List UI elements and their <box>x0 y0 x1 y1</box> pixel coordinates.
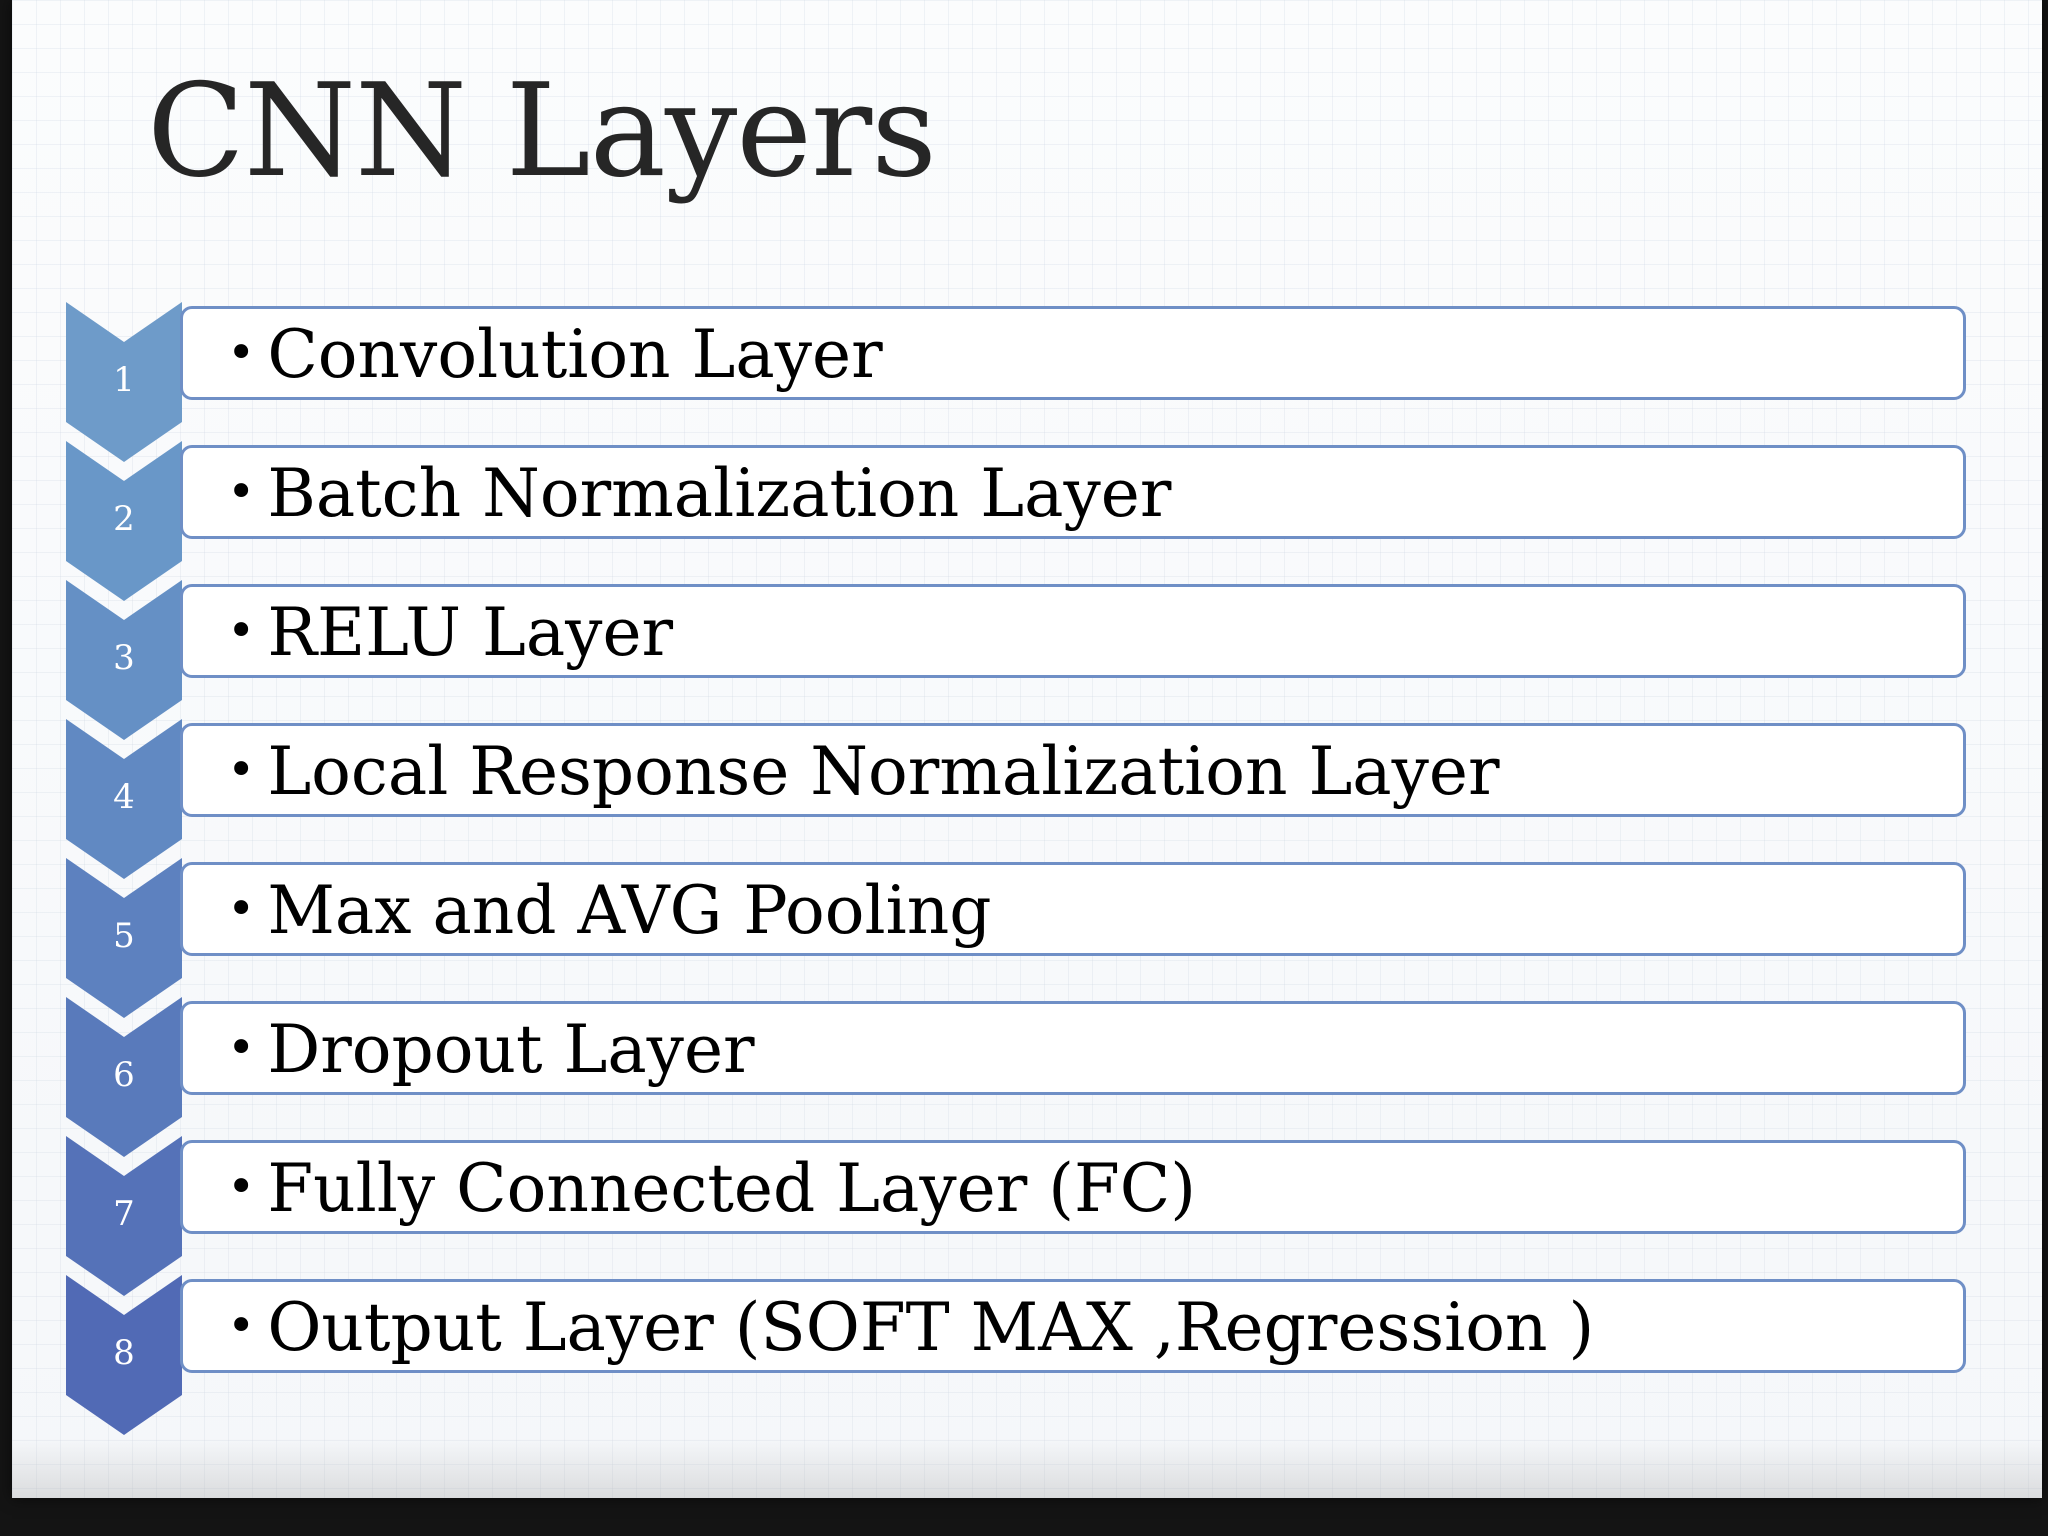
step-6-box: • Dropout Layer <box>180 1001 1966 1095</box>
step-5: • Max and AVG Pooling 5 <box>66 858 1978 1018</box>
step-8-box: • Output Layer (SOFT MAX ,Regression ) <box>180 1279 1966 1373</box>
chevron-7-shape <box>66 1136 182 1296</box>
step-1-number: 1 <box>113 360 135 400</box>
step-7-box: • Fully Connected Layer (FC) <box>180 1140 1966 1234</box>
step-2-box: • Batch Normalization Layer <box>180 445 1966 539</box>
step-4-number: 4 <box>113 777 135 817</box>
bullet-icon: • <box>227 464 256 520</box>
slide: CNN Layers • Convolution Layer 1 • Batch… <box>12 0 2042 1498</box>
step-2: • Batch Normalization Layer 2 <box>66 441 1978 601</box>
step-3-number: 3 <box>113 638 135 678</box>
chevron-4 <box>66 719 182 879</box>
step-2-label: Batch Normalization Layer <box>267 454 1172 532</box>
step-3-box: • RELU Layer <box>180 584 1966 678</box>
chevron-2-shape <box>66 441 182 601</box>
step-5-box: • Max and AVG Pooling <box>180 862 1966 956</box>
chevron-3 <box>66 580 182 740</box>
chevron-8 <box>66 1275 182 1435</box>
bullet-icon: • <box>227 742 256 798</box>
slide-title: CNN Layers <box>147 57 937 206</box>
chevron-1-shape <box>66 302 182 462</box>
step-8: • Output Layer (SOFT MAX ,Regression ) 8 <box>66 1275 1978 1435</box>
step-3-label: RELU Layer <box>267 593 674 671</box>
step-8-number: 8 <box>113 1333 135 1373</box>
chevron-6 <box>66 997 182 1157</box>
step-4: • Local Response Normalization Layer 4 <box>66 719 1978 879</box>
step-3: • RELU Layer 3 <box>66 580 1978 740</box>
chevron-5 <box>66 858 182 1018</box>
chevron-3-shape <box>66 580 182 740</box>
step-7-number: 7 <box>113 1194 135 1234</box>
chevron-4-shape <box>66 719 182 879</box>
step-1-label: Convolution Layer <box>267 315 883 393</box>
chevron-6-shape <box>66 997 182 1157</box>
step-2-number: 2 <box>113 499 135 539</box>
step-4-box: • Local Response Normalization Layer <box>180 723 1966 817</box>
step-6-label: Dropout Layer <box>267 1010 755 1088</box>
step-5-number: 5 <box>113 916 135 956</box>
bullet-icon: • <box>227 1298 256 1354</box>
step-7-label: Fully Connected Layer (FC) <box>267 1149 1197 1227</box>
step-6: • Dropout Layer 6 <box>66 997 1978 1157</box>
chevron-list-diagram: • Convolution Layer 1 • Batch Normalizat… <box>12 0 2042 1498</box>
step-6-number: 6 <box>113 1055 135 1095</box>
step-8-label: Output Layer (SOFT MAX ,Regression ) <box>267 1288 1595 1366</box>
chevron-1 <box>66 302 182 462</box>
chevron-7 <box>66 1136 182 1296</box>
step-4-label: Local Response Normalization Layer <box>267 732 1500 810</box>
step-1: • Convolution Layer 1 <box>66 302 1978 462</box>
bullet-icon: • <box>227 1159 256 1215</box>
step-1-box: • Convolution Layer <box>180 306 1966 400</box>
bullet-icon: • <box>227 603 256 659</box>
chevron-2 <box>66 441 182 601</box>
step-5-label: Max and AVG Pooling <box>267 871 992 949</box>
bullet-icon: • <box>227 1020 256 1076</box>
slide-bottom-shadow <box>12 1438 2042 1498</box>
step-7: • Fully Connected Layer (FC) 7 <box>66 1136 1978 1296</box>
chevron-5-shape <box>66 858 182 1018</box>
bullet-icon: • <box>227 325 256 381</box>
bullet-icon: • <box>227 881 256 937</box>
chevron-8-shape <box>66 1275 182 1435</box>
